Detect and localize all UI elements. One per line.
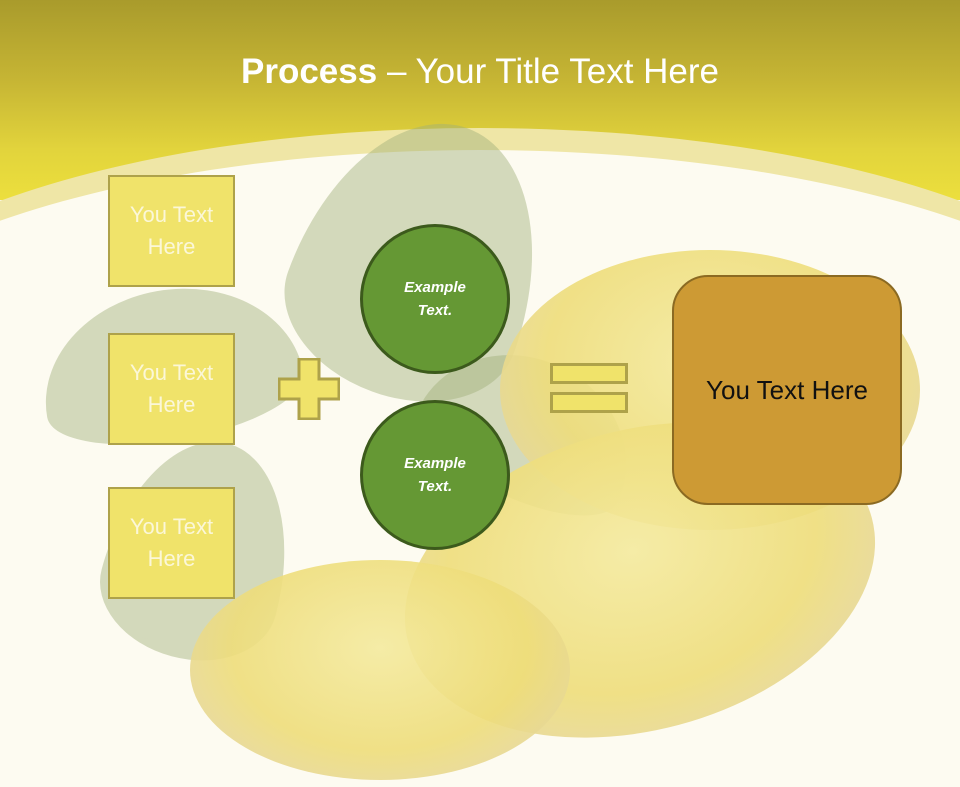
- example-circle-1[interactable]: Example Text.: [360, 224, 510, 374]
- example-circle-2[interactable]: Example Text.: [360, 400, 510, 550]
- plus-icon: [278, 358, 340, 420]
- result-box[interactable]: You Text Here: [672, 275, 902, 505]
- equals-bar-bottom: [550, 392, 628, 413]
- slide-title: Process – Your Title Text Here: [0, 52, 960, 92]
- input-box-1[interactable]: You Text Here: [108, 175, 235, 287]
- title-bold: Process: [241, 52, 378, 91]
- title-rest: – Your Title Text Here: [377, 52, 719, 91]
- input-box-3[interactable]: You Text Here: [108, 487, 235, 599]
- equals-bar-top: [550, 363, 628, 384]
- input-box-2[interactable]: You Text Here: [108, 333, 235, 445]
